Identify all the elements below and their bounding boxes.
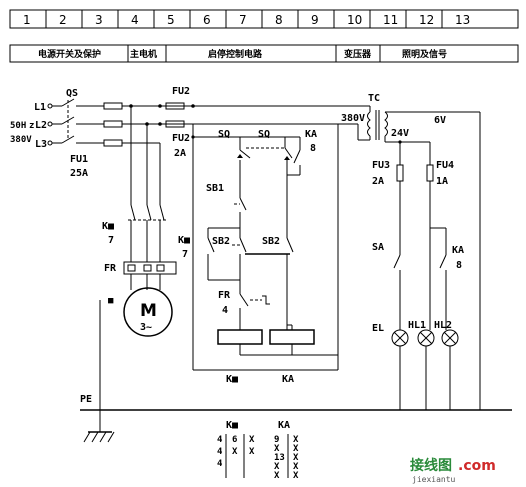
- table-km-title: K■: [226, 420, 238, 431]
- motor-mark: ■: [108, 296, 114, 306]
- label-km-aux: K■: [178, 235, 190, 246]
- label-km-main-col: 7: [108, 235, 114, 246]
- header-column-number: 13: [455, 13, 470, 27]
- label-sq2: SQ: [258, 129, 270, 140]
- table-cell: X: [232, 447, 238, 457]
- label-380v: 380V: [10, 135, 32, 145]
- label-ka2: KA: [452, 245, 464, 256]
- supply-lines: [47, 98, 370, 147]
- table-cell: 4: [217, 435, 223, 445]
- section-power-protection: 电源开关及保护: [38, 48, 101, 60]
- label-fu1-rating: 25A: [70, 168, 88, 179]
- watermark-text: 接线图: [410, 457, 452, 474]
- table-ka-title: KA: [278, 420, 290, 431]
- label-l1: L1: [34, 102, 46, 113]
- contact-table: [225, 434, 289, 478]
- label-pe: PE: [80, 394, 92, 405]
- label-fu1: FU1: [70, 154, 88, 165]
- label-sq1: SQ: [218, 129, 230, 140]
- label-ka-col: 8: [310, 143, 316, 154]
- label-fr2-col: 4: [222, 305, 228, 316]
- table-cell: X: [274, 444, 280, 454]
- label-z: z: [29, 121, 34, 131]
- label-km-aux-col: 7: [182, 249, 188, 260]
- label-tc-out: 24V: [391, 128, 409, 139]
- watermark-url: jiexiantu: [412, 475, 456, 484]
- label-fu3: FU3: [372, 160, 390, 171]
- table-cell: X: [274, 471, 280, 481]
- watermark-com: .com: [458, 458, 496, 474]
- table-cell: X: [249, 447, 255, 457]
- header-column-number: 5: [167, 13, 175, 27]
- table-cell: 9: [274, 435, 279, 445]
- section-transformer: 变压器: [344, 48, 372, 60]
- label-fu4: FU4: [436, 160, 454, 171]
- table-cell: X: [274, 462, 280, 472]
- header-column-number: 7: [239, 13, 247, 27]
- transformer-lighting: [338, 106, 481, 410]
- table-cell: X: [293, 462, 299, 472]
- pe-bus: [80, 300, 512, 443]
- label-fu2-rating: 2A: [174, 148, 186, 159]
- header-column-number: 4: [131, 13, 139, 27]
- label-sa: SA: [372, 242, 384, 253]
- label-hl1: HL1: [408, 320, 426, 331]
- label-ka2-col: 8: [456, 260, 462, 271]
- label-l2: L2: [35, 120, 47, 131]
- label-fu3-rating: 2A: [372, 176, 384, 187]
- table-cell: X: [249, 435, 255, 445]
- table-cell: 4: [217, 447, 223, 457]
- label-tc: TC: [368, 93, 380, 104]
- table-cell: 4: [217, 459, 223, 469]
- section-lighting-signal: 照明及信号: [402, 48, 447, 60]
- label-tc-in: 380V: [341, 113, 365, 124]
- label-fr: FR: [104, 263, 117, 274]
- label-el: EL: [372, 323, 384, 334]
- label-coil-ka: KA: [282, 374, 294, 385]
- table-cell: 6: [232, 435, 237, 445]
- header-column-number: 9: [311, 13, 319, 27]
- label-fu4-rating: 1A: [436, 176, 448, 187]
- header-column-number: 11: [383, 13, 398, 27]
- label-6v: 6V: [434, 115, 446, 126]
- label-sb2-a: SB2: [212, 236, 230, 247]
- label-coil-km: K■: [226, 374, 238, 385]
- header-column-number: 1: [23, 13, 31, 27]
- label-fr2: FR: [218, 290, 231, 301]
- header-column-number: 3: [95, 13, 103, 27]
- header-column-number: 12: [419, 13, 434, 27]
- label-fu2-top: FU2: [172, 86, 190, 97]
- label-50hz: 50H: [10, 121, 26, 131]
- table-cell: X: [293, 444, 299, 454]
- header-column-number: 2: [59, 13, 67, 27]
- label-ka: KA: [305, 129, 317, 140]
- label-fu2: FU2: [172, 133, 190, 144]
- label-sb2-b: SB2: [262, 236, 280, 247]
- section-start-stop: 启停控制电路: [208, 48, 263, 60]
- header-column-number: 8: [275, 13, 283, 27]
- header-column-number: 6: [203, 13, 211, 27]
- label-sb1: SB1: [206, 183, 224, 194]
- table-cell: 13: [274, 453, 285, 463]
- table-cell: X: [293, 471, 299, 481]
- header-column-number: 10: [347, 13, 362, 27]
- motor-letter: M: [140, 301, 157, 321]
- section-main-motor: 主电机: [130, 48, 157, 60]
- label-km-main: K■: [102, 221, 114, 232]
- label-qs: QS: [66, 88, 78, 99]
- control-circuit: [184, 104, 339, 371]
- table-cell: X: [293, 435, 299, 445]
- motor-phase: 3~: [140, 322, 152, 333]
- label-l3: L3: [35, 139, 47, 150]
- table-cell: X: [293, 453, 299, 463]
- motor-circuit: [123, 104, 177, 337]
- label-hl2: HL2: [434, 320, 452, 331]
